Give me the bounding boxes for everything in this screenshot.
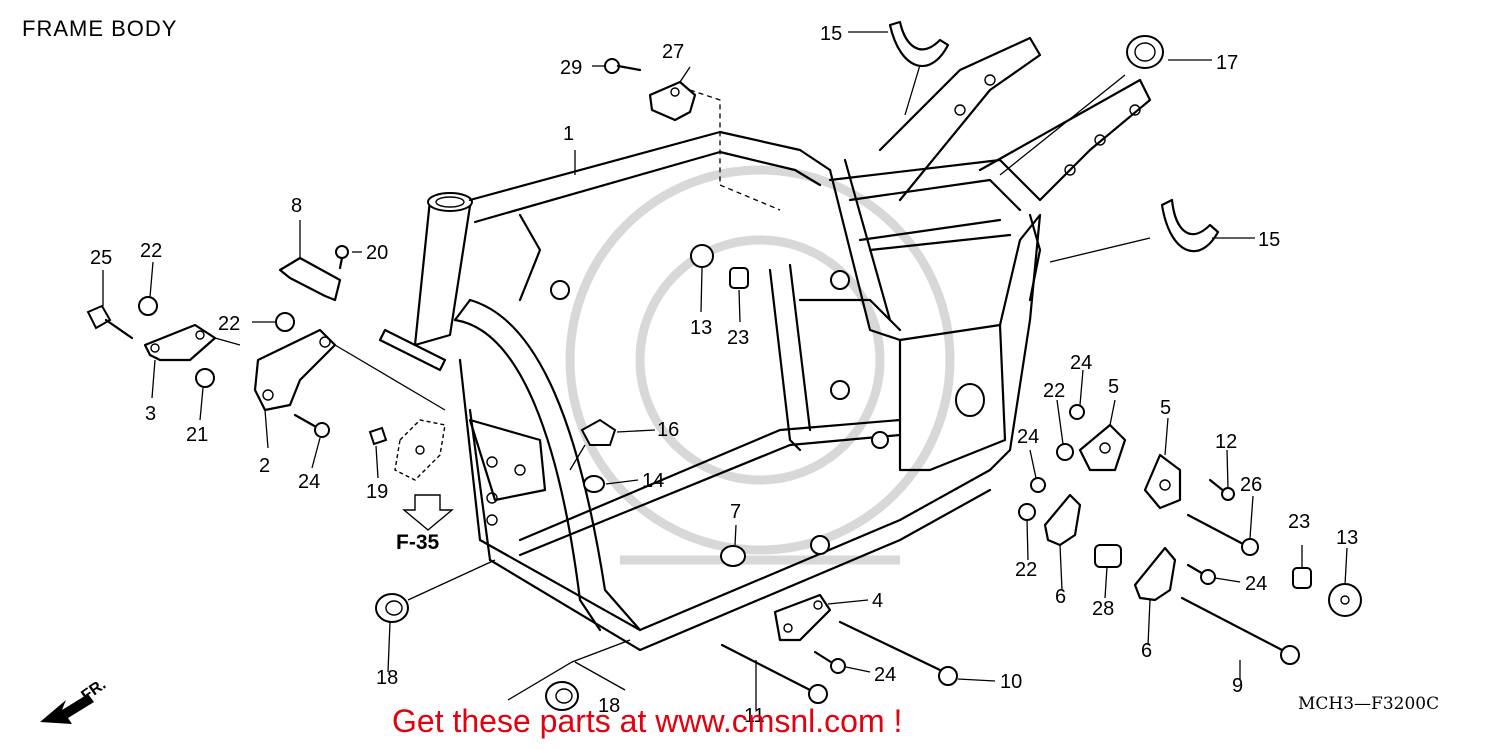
- callout-3: 3: [145, 403, 156, 425]
- callout-21: 21: [186, 424, 208, 446]
- callout-13: 13: [1336, 527, 1358, 549]
- leader-lines: [102, 31, 1348, 710]
- callout-24: 24: [1070, 352, 1092, 374]
- callout-23: 23: [1288, 511, 1310, 533]
- part-20-screw[interactable]: [335, 245, 349, 270]
- callout-24: 24: [298, 471, 320, 493]
- callout-26: 26: [1240, 474, 1262, 496]
- callout-7: 7: [730, 501, 741, 523]
- main-frame[interactable]: [378, 36, 1152, 652]
- part-25-bolt[interactable]: [86, 304, 134, 340]
- part-7-collar[interactable]: [720, 545, 746, 567]
- callout-27: 27: [662, 41, 684, 63]
- callout-14: 14: [642, 470, 664, 492]
- callout-1: 1: [563, 123, 574, 145]
- callout-5: 5: [1160, 397, 1171, 419]
- part-22-nuts-right[interactable]: [1018, 443, 1074, 521]
- callout-18: 18: [376, 667, 398, 689]
- callout-16: 16: [657, 419, 679, 441]
- part-12-bolt[interactable]: [1208, 478, 1235, 501]
- callout-labels: 1 2 3 4 5 5 6 6 7 8 9 10 11 12 13 13 14 …: [78, 23, 1358, 727]
- callout-24: 24: [1017, 426, 1039, 448]
- part-4-bracket[interactable]: [773, 593, 832, 642]
- callout-22: 22: [1043, 380, 1065, 402]
- reference-lines: [689, 89, 781, 211]
- callout-6: 6: [1055, 586, 1066, 608]
- part-9-bolt[interactable]: [1180, 596, 1300, 665]
- callout-5: 5: [1108, 376, 1119, 398]
- part-16-clip[interactable]: [580, 418, 617, 446]
- callout-22: 22: [1015, 559, 1037, 581]
- diagram-code: MCH3—F3200C: [1298, 694, 1440, 714]
- part-14-washer[interactable]: [583, 475, 605, 493]
- callout-9: 9: [1232, 675, 1243, 697]
- part-6-bracket[interactable]: [1043, 493, 1177, 602]
- part-21-nut[interactable]: [195, 368, 215, 388]
- callout-11: 11: [744, 705, 765, 727]
- callout-2: 2: [259, 455, 270, 477]
- callout-24: 24: [874, 664, 896, 686]
- part-3-bracket[interactable]: [143, 323, 217, 362]
- part-26-bolt[interactable]: [1186, 513, 1259, 556]
- diagram-title: FRAME BODY: [22, 16, 178, 41]
- callout-6: 6: [1141, 640, 1152, 662]
- part-29-bolt[interactable]: [604, 58, 642, 74]
- callout-12: 12: [1215, 431, 1237, 453]
- part-11-bolt[interactable]: [720, 643, 828, 704]
- part-2-bracket[interactable]: [253, 328, 337, 412]
- f35-reference: F-35: [396, 531, 440, 554]
- part-15-band[interactable]: [888, 20, 1220, 253]
- part-10-bolt[interactable]: [838, 620, 958, 686]
- callout-22: 22: [140, 240, 162, 262]
- callout-17: 17: [1216, 52, 1238, 74]
- callout-25: 25: [90, 247, 112, 269]
- part-17-clamp[interactable]: [1126, 35, 1164, 69]
- part-24-bolt-center[interactable]: [813, 650, 846, 674]
- callout-18: 18: [598, 695, 620, 717]
- part-24-bolts-right[interactable]: [1030, 404, 1216, 585]
- callout-19: 19: [366, 481, 388, 503]
- callout-29: 29: [560, 57, 582, 79]
- front-arrow-icon: [40, 694, 94, 724]
- part-5-bracket[interactable]: [1078, 423, 1182, 510]
- part-13-grommet[interactable]: [690, 244, 1362, 617]
- callout-22: 22: [218, 313, 240, 335]
- part-18-collar[interactable]: [375, 593, 579, 711]
- callout-23: 23: [727, 327, 749, 349]
- part-8-cover[interactable]: [278, 256, 342, 302]
- callout-4: 4: [872, 590, 883, 612]
- part-28-collar[interactable]: [1094, 544, 1122, 568]
- callout-28: 28: [1092, 598, 1114, 620]
- part-19-clip[interactable]: [368, 426, 388, 446]
- part-24-bolt-left[interactable]: [293, 413, 330, 438]
- callout-15: 15: [1258, 229, 1280, 251]
- watermark-logo: [565, 165, 955, 565]
- callout-15: 15: [820, 23, 842, 45]
- callout-20: 20: [366, 242, 388, 264]
- f35-plate: [394, 419, 454, 531]
- callout-8: 8: [291, 195, 302, 217]
- callout-10: 10: [1000, 671, 1022, 693]
- callout-24: 24: [1245, 573, 1267, 595]
- part-27-bracket[interactable]: [648, 80, 697, 122]
- part-22-nut-left[interactable]: [138, 296, 295, 332]
- callout-13: 13: [690, 317, 712, 339]
- promo-link[interactable]: Get these parts at www.cmsnl.com !: [392, 703, 903, 739]
